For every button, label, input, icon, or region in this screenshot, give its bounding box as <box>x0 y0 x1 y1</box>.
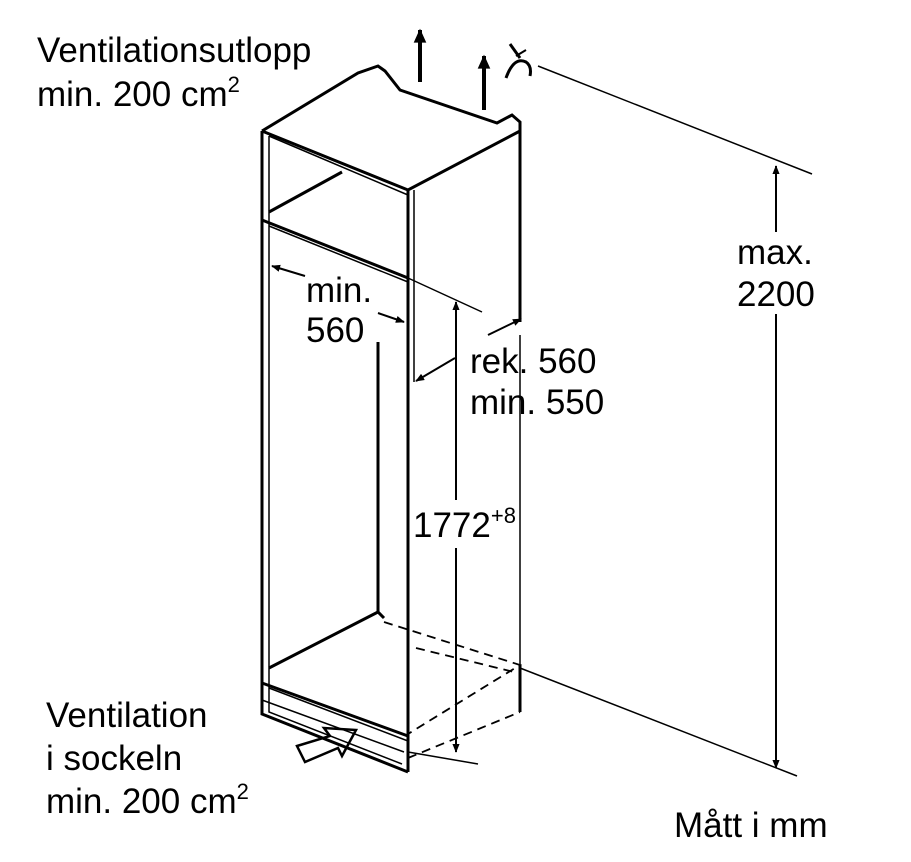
depth-label-line1: rek. 560 <box>470 342 596 381</box>
bottom-vent-label-line3: min. 200 cm2 <box>46 779 249 821</box>
cabinet-top-front-edge <box>261 129 521 192</box>
airflow-arrow-icon <box>295 726 359 764</box>
depth-dimension-line <box>407 277 483 313</box>
upper-shelf-front-inner <box>268 225 409 283</box>
cabinet-front-inner <box>268 136 403 765</box>
cabinet-top-inner-edge <box>268 135 409 196</box>
width-label-line1: min. <box>306 271 372 310</box>
hidden-floor-edge <box>383 621 523 735</box>
hinge-symbol-icon <box>504 43 532 79</box>
upper-shelf-front <box>261 218 409 280</box>
plinth-divider <box>261 699 405 753</box>
max-height-extension-bottom <box>519 667 798 777</box>
depth-label-line2: min. 550 <box>470 383 604 422</box>
hidden-floor-edge-3 <box>415 647 515 673</box>
upper-shelf <box>268 170 343 214</box>
max-height-label-line2: 2200 <box>737 275 815 314</box>
max-height-label-line1: max. <box>737 233 813 272</box>
cabinet-floor-front <box>261 681 409 738</box>
cabinet <box>260 64 523 774</box>
niche-height-label: 1772+8 <box>413 503 516 545</box>
top-vent-label-line1: Ventilationsutlopp <box>37 31 311 70</box>
cabinet-floor-front-inner <box>268 687 409 742</box>
cabinet-front-outer <box>260 131 409 774</box>
max-height-extension-top <box>537 65 813 175</box>
top-vent-label-line2: min. 200 cm2 <box>37 72 240 114</box>
depth-dimension-arrow-front <box>415 357 456 382</box>
depth-dimension-arrow-back <box>487 318 522 336</box>
bottom-vent-label-line1: Ventilation <box>46 696 208 735</box>
cabinet-top-back-edge <box>261 64 522 133</box>
cabinet-floor-back <box>268 610 386 670</box>
width-dimension-arrow-right <box>377 312 405 323</box>
dimensions <box>271 65 813 777</box>
width-label-line2: 560 <box>306 311 364 350</box>
hidden-floor-edge-2 <box>407 711 521 759</box>
units-note: Mått i mm <box>674 806 828 845</box>
niche-height-extension <box>407 751 479 765</box>
bottom-vent-label-line2: i sockeln <box>46 739 182 778</box>
width-dimension-arrow-left <box>271 264 306 277</box>
